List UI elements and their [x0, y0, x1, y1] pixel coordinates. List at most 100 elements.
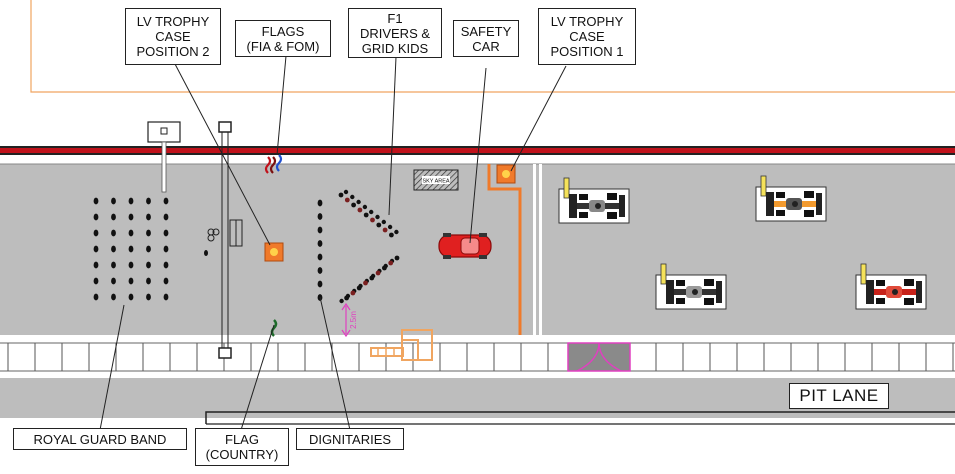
post-right — [218, 121, 232, 359]
driver-or-grid-kid — [376, 222, 382, 228]
dignitary — [317, 226, 323, 234]
band-member — [111, 213, 116, 221]
band-member — [128, 197, 134, 205]
band-member — [93, 277, 99, 285]
band-member — [128, 261, 134, 269]
country-flag-icon — [270, 319, 278, 337]
f1-cars-group — [558, 175, 927, 310]
dignitary — [317, 267, 323, 274]
band-member — [93, 293, 99, 301]
band-member — [163, 293, 169, 301]
band-member — [111, 261, 116, 269]
band-member — [146, 245, 151, 253]
band-member — [163, 213, 169, 221]
distance-marker: 2.5m — [341, 302, 358, 338]
podium-steps — [370, 329, 433, 361]
post-left — [147, 121, 181, 193]
sky-area: SKY AREA — [413, 169, 459, 191]
dignitary — [317, 240, 323, 247]
driver-or-grid-kid — [362, 204, 368, 210]
band-member — [128, 293, 134, 301]
callout-safety-car: SAFETY CAR — [453, 20, 519, 57]
safety-car — [438, 233, 492, 259]
start-line-a — [533, 164, 536, 335]
dignitary — [317, 199, 323, 207]
driver-or-grid-kid — [375, 214, 380, 220]
driver-or-grid-kid — [344, 197, 350, 203]
f1-car — [855, 263, 927, 310]
driver-or-grid-kid — [381, 219, 386, 225]
callout-flags-fia-fom: FLAGS (FIA & FOM) — [235, 20, 331, 57]
trophy-case-position-1 — [487, 164, 522, 335]
driver-or-grid-kid — [388, 260, 394, 266]
leader-lines — [99, 55, 567, 431]
driver-or-grid-kid — [350, 194, 355, 200]
band-member — [93, 261, 99, 269]
driver-or-grid-kid — [382, 265, 387, 271]
pit-lane-line — [205, 411, 955, 424]
start-line-b — [539, 164, 542, 335]
band-member — [111, 277, 116, 285]
band-member — [111, 229, 116, 237]
callout-flag-country: FLAG (COUNTRY) — [195, 428, 289, 466]
band-member — [111, 197, 116, 205]
callout-lv-trophy-case-2: LV TROPHY CASE POSITION 2 — [125, 8, 221, 65]
band-member — [146, 277, 151, 285]
callout-lv-trophy-case-1: LV TROPHY CASE POSITION 1 — [538, 8, 636, 65]
driver-or-grid-kid — [357, 207, 363, 213]
driver-or-grid-kid — [387, 224, 393, 230]
sky-area-label: SKY AREA — [422, 179, 449, 185]
f1-car — [755, 175, 827, 222]
band-member — [111, 293, 116, 301]
driver-or-grid-kid — [350, 290, 356, 296]
callout-royal-guard-band-text: ROYAL GUARD BAND — [33, 431, 167, 447]
f1-car — [655, 263, 727, 310]
callout-lv-trophy-case-1-text: LV TROPHY CASE POSITION 1 — [550, 14, 624, 59]
band-member — [163, 229, 169, 237]
band-member — [146, 197, 151, 205]
royal-guard-band-group — [93, 197, 169, 301]
pit-lane-label: PIT LANE — [789, 383, 889, 409]
callout-flag-country-text: FLAG (COUNTRY) — [205, 432, 279, 462]
f1-car — [558, 177, 630, 224]
driver-or-grid-kid — [351, 202, 356, 208]
pit-wall-top — [0, 146, 955, 148]
band-member — [146, 213, 151, 221]
callout-lv-trophy-case-2-text: LV TROPHY CASE POSITION 2 — [136, 14, 210, 59]
driver-or-grid-kid — [375, 270, 381, 276]
callout-dignitaries-text: DIGNITARIES — [308, 431, 392, 447]
dignitary — [317, 253, 323, 261]
callout-flags-fia-fom-text: FLAGS (FIA & FOM) — [246, 23, 320, 54]
band-member — [163, 245, 169, 253]
callout-safety-car-text: SAFETY CAR — [460, 23, 512, 54]
fia-fom-flags-icon — [264, 154, 283, 174]
band-member — [93, 245, 99, 253]
pit-lane-label-text: PIT LANE — [799, 386, 879, 405]
driver-or-grid-kid — [370, 217, 375, 223]
driver-or-grid-kid — [338, 192, 344, 198]
driver-or-grid-kid — [394, 255, 400, 261]
band-member — [111, 245, 116, 253]
pit-marker-area — [567, 342, 631, 372]
driver-or-grid-kid — [363, 280, 368, 286]
band-member — [93, 197, 99, 205]
orange-boundary-line — [30, 0, 955, 93]
band-member — [146, 261, 151, 269]
band-member — [128, 245, 134, 253]
driver-or-grid-kid — [344, 295, 349, 301]
driver-or-grid-kid — [369, 209, 374, 215]
band-member — [146, 293, 151, 301]
driver-or-grid-kid — [363, 212, 369, 218]
driver-or-grid-kid — [382, 227, 388, 233]
driver-or-grid-kid — [369, 275, 375, 281]
dignitary — [317, 280, 323, 288]
callout-f1-drivers-grid-kids-text: F1 DRIVERS & GRID KIDS — [359, 10, 431, 56]
driver-or-grid-kid — [356, 199, 361, 205]
pit-wall-bottom — [0, 153, 955, 155]
callout-f1-drivers-grid-kids: F1 DRIVERS & GRID KIDS — [348, 8, 442, 58]
band-instruments — [204, 219, 243, 256]
band-member — [146, 229, 151, 237]
driver-or-grid-kid — [339, 298, 344, 304]
driver-or-grid-kid — [343, 189, 349, 195]
